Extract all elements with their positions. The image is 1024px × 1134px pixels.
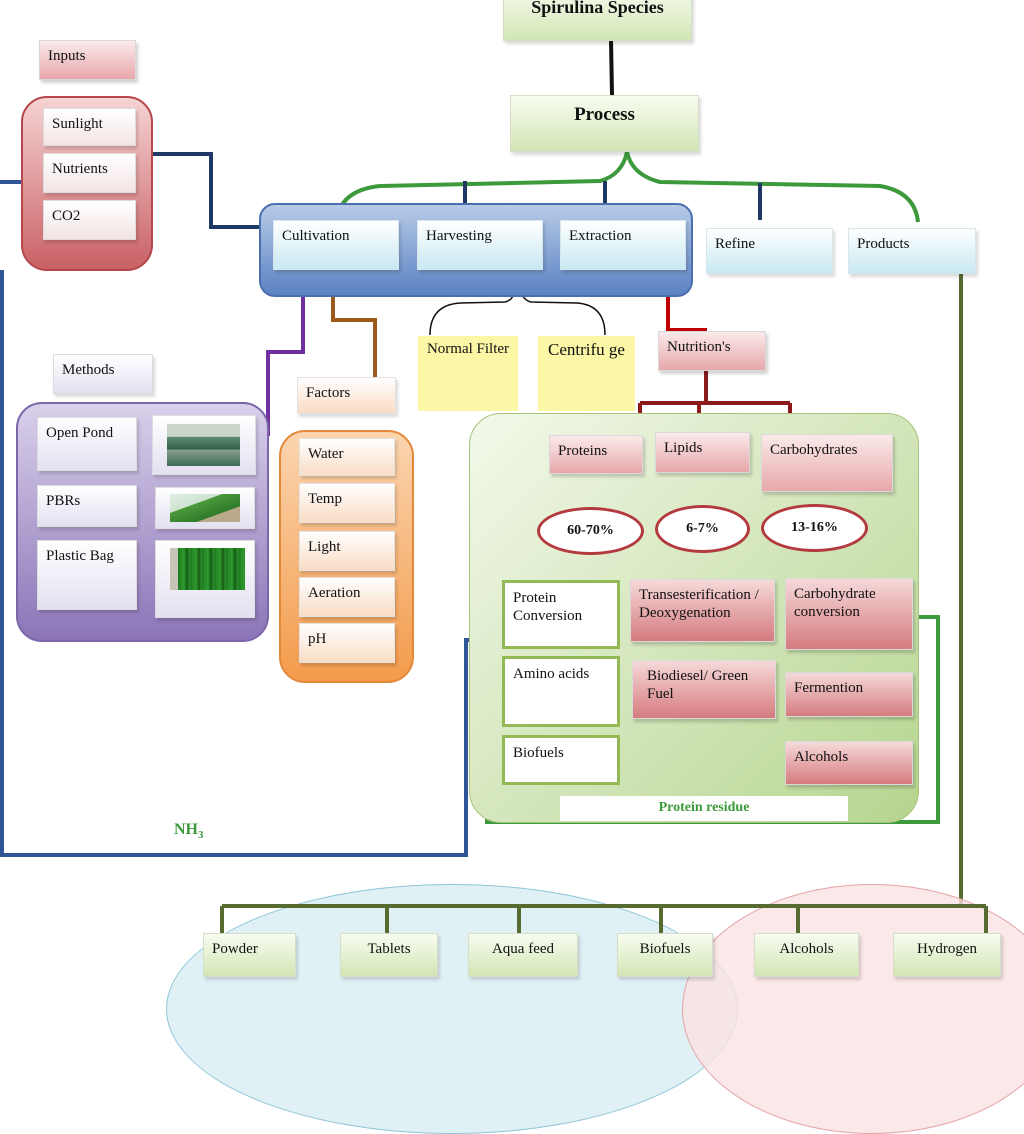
protein-residue-label: Protein residue — [560, 796, 848, 821]
product-powder: Powder — [203, 933, 296, 977]
alcohols-box: Alcohols — [785, 741, 913, 785]
percent-proteins: 60-70% — [537, 507, 644, 555]
product-biofuels: Biofuels — [617, 933, 713, 977]
factors-title: Factors — [297, 377, 396, 414]
methods-title: Methods — [53, 354, 153, 394]
biodiesel: Biodiesel/ Green Fuel — [632, 660, 776, 719]
process-box: Process — [510, 95, 699, 152]
product-alcohols: Alcohols — [754, 933, 859, 977]
product-tablets: Tablets — [340, 933, 438, 977]
transesterification: Transesterification / Deoxygenation — [630, 579, 775, 642]
open-pond-photo — [167, 424, 240, 466]
amino-acids: Amino acids — [502, 656, 620, 727]
stage-products: Products — [848, 228, 976, 274]
harvest-normal-filter: Normal Filter — [418, 336, 518, 411]
species-box: Spirulina Species — [503, 0, 692, 41]
connector-species-process — [609, 39, 614, 96]
product-hydrogen: Hydrogen — [893, 933, 1001, 977]
pbrs-photo — [170, 494, 240, 522]
input-sunlight: Sunlight — [43, 108, 136, 146]
nh3-label: NH3 — [174, 821, 204, 842]
nutrition-lipids: Lipids — [655, 432, 750, 473]
connector-cultivation-methods — [266, 272, 305, 436]
input-nutrients: Nutrients — [43, 153, 136, 193]
method-open-pond: Open Pond — [37, 417, 137, 471]
factor-aeration: Aeration — [299, 577, 395, 617]
percent-lipids: 6-7% — [655, 505, 750, 553]
nutrition-title: Nutrition's — [658, 331, 766, 371]
fermention: Fermention — [785, 672, 913, 717]
biofuels-box: Biofuels — [502, 735, 620, 785]
factor-temp: Temp — [299, 483, 395, 523]
protein-conversion: Protein Conversion — [502, 580, 620, 649]
connector-nutrients-cultivation — [151, 152, 276, 229]
harvest-centrifuge: Centrifu ge — [538, 336, 635, 411]
nutrition-proteins: Proteins — [549, 435, 643, 474]
method-plastic-bag: Plastic Bag — [37, 540, 137, 610]
stage-extraction: Extraction — [560, 220, 686, 270]
connector-lines-bottom — [220, 904, 988, 934]
inputs-title: Inputs — [39, 40, 136, 80]
factor-ph: pH — [299, 623, 395, 663]
nutrition-carbohydrates: Carbohydrates — [761, 434, 893, 492]
carbohydrate-conversion: Carbohydrate conversion — [785, 578, 913, 650]
factor-light: Light — [299, 531, 395, 571]
input-co2: CO2 — [43, 200, 136, 240]
method-pbrs: PBRs — [37, 485, 137, 527]
plastic-bag-photo — [170, 548, 245, 590]
stage-harvesting: Harvesting — [417, 220, 543, 270]
stage-refine: Refine — [706, 228, 833, 274]
percent-carbohydrates: 13-16% — [761, 504, 868, 552]
factor-water: Water — [299, 438, 395, 476]
stage-cultivation: Cultivation — [273, 220, 399, 270]
connector-process-tree-right — [625, 151, 920, 223]
product-aqua-feed: Aqua feed — [468, 933, 578, 977]
